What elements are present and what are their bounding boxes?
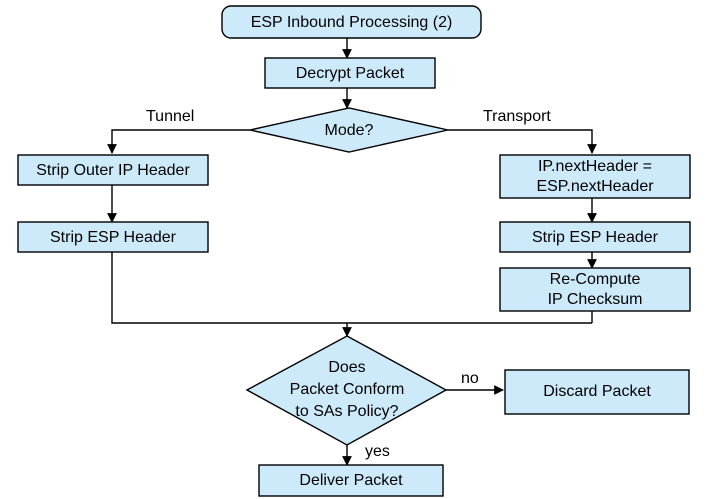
start-label: ESP Inbound Processing (2) [251,14,453,31]
ip-next-header-shape[interactable] [499,154,691,199]
strip-esp-header-right-shape[interactable] [499,221,691,253]
recompute-ip-checksum-label-line2: IP Checksum [548,291,643,308]
conform-decision-label-line2: Packet Conform [290,381,405,398]
conform-decision-shape[interactable] [245,335,448,446]
node-decrypt-packet[interactable]: Decrypt Packet [264,57,436,89]
discard-packet-label: Discard Packet [543,383,651,400]
node-recompute-ip-checksum[interactable]: Re-Compute IP Checksum [499,267,691,312]
discard-packet-shape[interactable] [504,369,690,415]
node-strip-esp-header-right[interactable]: Strip ESP Header [499,221,691,253]
recompute-ip-checksum-shape[interactable] [499,267,691,312]
strip-outer-ip-header-shape[interactable] [17,154,209,186]
strip-esp-header-right-label: Strip ESP Header [532,229,659,246]
deliver-packet-label: Deliver Packet [299,472,403,489]
edge-label-no: no [461,370,479,387]
edge-labels: Tunnel Transport no yes [146,108,551,460]
edge-mode-transport [448,129,597,154]
node-strip-esp-header-left[interactable]: Strip ESP Header [17,221,209,253]
node-ip-next-header[interactable]: IP.nextHeader = ESP.nextHeader [499,154,691,199]
mode-decision-label: Mode? [325,122,374,139]
node-conform-decision[interactable]: Does Packet Conform to SAs Policy? [245,335,448,446]
ip-next-header-label-line2: ESP.nextHeader [536,178,654,195]
node-mode-decision[interactable]: Mode? [249,107,449,153]
connectors [107,38,597,466]
strip-outer-ip-header-label: Strip Outer IP Header [36,162,190,179]
edge-label-yes: yes [365,443,390,460]
decrypt-packet-shape[interactable] [264,57,436,89]
deliver-packet-shape[interactable] [258,464,444,497]
node-strip-outer-ip-header[interactable]: Strip Outer IP Header [17,154,209,186]
decrypt-packet-label: Decrypt Packet [296,65,405,82]
strip-esp-header-left-shape[interactable] [17,221,209,253]
edge-label-tunnel: Tunnel [146,108,194,125]
conform-decision-label-line1: Does [328,359,365,376]
start-terminator-shape[interactable] [221,5,482,39]
ip-next-header-label-line1: IP.nextHeader = [538,158,652,175]
node-start[interactable]: ESP Inbound Processing (2) [221,5,482,39]
node-deliver-packet[interactable]: Deliver Packet [258,464,444,497]
recompute-ip-checksum-label-line1: Re-Compute [550,271,641,288]
edge-mode-tunnel [107,129,250,154]
mode-decision-shape[interactable] [249,107,449,153]
conform-decision-label-line3: to SAs Policy? [295,403,398,420]
node-discard-packet[interactable]: Discard Packet [504,369,690,415]
edge-left-merge [111,252,592,324]
edge-label-transport: Transport [483,108,551,125]
strip-esp-header-left-label: Strip ESP Header [50,229,177,246]
